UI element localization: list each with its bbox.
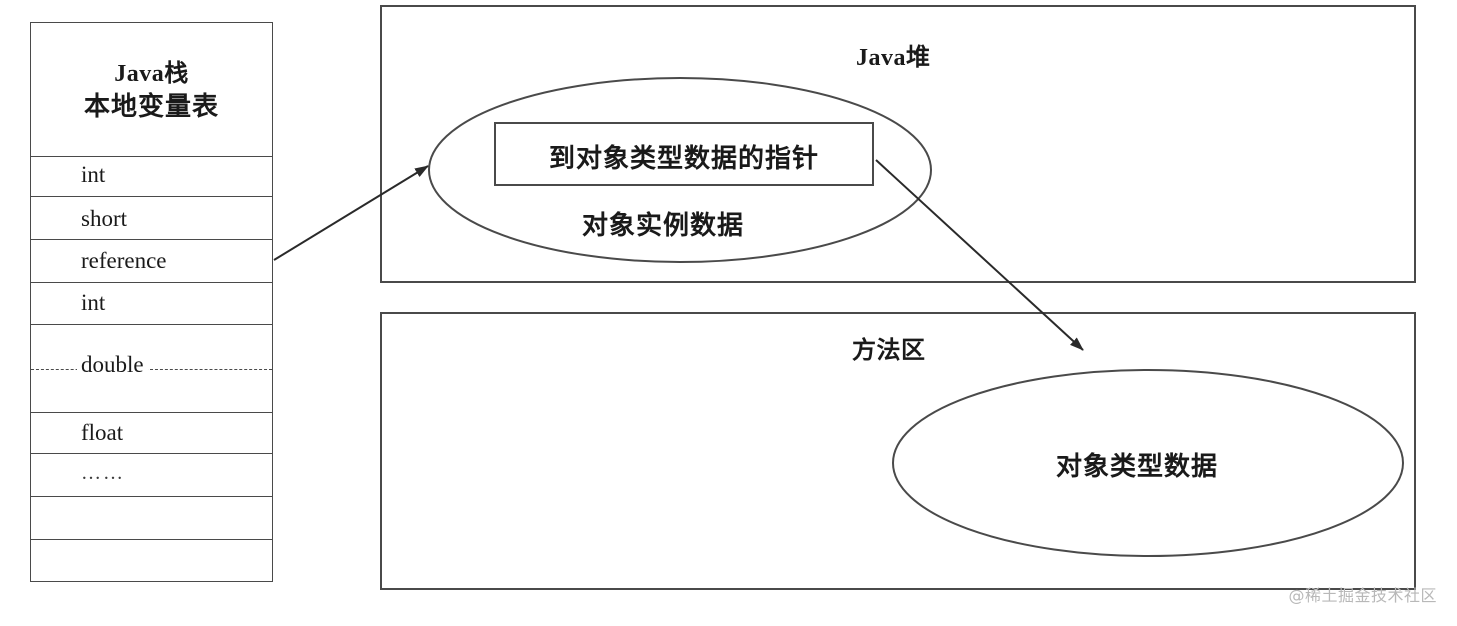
java-stack-local-variable-table: Java栈 本地变量表 int short reference int doub…	[30, 22, 273, 582]
java-stack-header: Java栈 本地变量表	[31, 23, 272, 157]
java-heap-title: Java堆	[856, 45, 931, 71]
slot-label: double	[77, 353, 148, 376]
local-variable-table-title: 本地变量表	[83, 92, 219, 121]
slot-label: reference	[81, 248, 167, 273]
slot-label: int	[81, 290, 106, 315]
slot-int-2: int	[31, 283, 272, 325]
method-area-region: 方法区	[380, 312, 1416, 590]
type-pointer-label: 到对象类型数据的指针	[548, 144, 819, 173]
slot-double: double	[31, 325, 272, 413]
slot-ellipsis: ……	[31, 454, 272, 497]
slot-label: float	[81, 420, 124, 445]
slot-empty-1	[31, 497, 272, 540]
slot-float: float	[31, 413, 272, 454]
slot-reference: reference	[31, 240, 272, 283]
double-slot-dashed-divider	[31, 369, 272, 370]
slot-short: short	[31, 197, 272, 240]
object-type-data-label: 对象类型数据	[1056, 452, 1219, 481]
slot-label: int	[81, 162, 106, 187]
slot-label: short	[81, 206, 127, 231]
slot-label: ……	[81, 462, 125, 484]
method-area-title: 方法区	[852, 338, 926, 364]
slot-int-1: int	[31, 157, 272, 197]
watermark: @稀土掘金技术社区	[1288, 586, 1437, 605]
object-instance-data-label: 对象实例数据	[582, 211, 745, 240]
java-stack-title: Java栈	[114, 61, 189, 87]
type-pointer-box: 到对象类型数据的指针	[494, 122, 874, 186]
slot-empty-2	[31, 540, 272, 581]
